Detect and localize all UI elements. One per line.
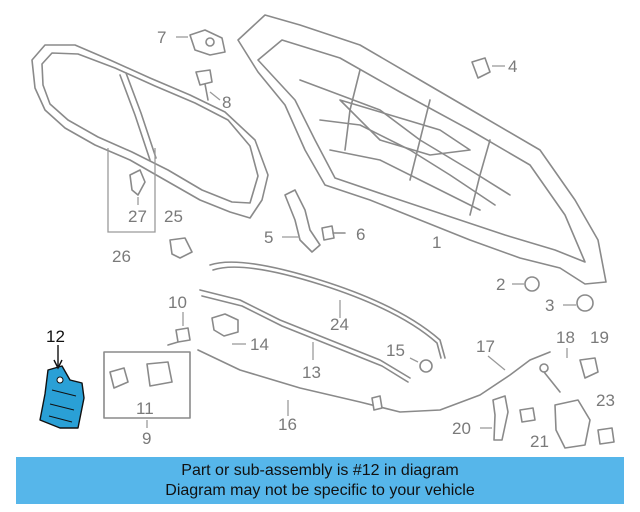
part-insulator-pad	[31, 44, 269, 219]
part-bolt-10	[167, 327, 191, 346]
part-support-rod	[199, 289, 411, 383]
part-grommet-2	[524, 276, 540, 292]
callout-18: 18	[556, 328, 575, 347]
callout-7: 7	[157, 28, 166, 47]
part-grommet-15	[419, 359, 433, 373]
part-hood	[237, 14, 607, 285]
callout-13: 13	[302, 363, 321, 382]
callout-27: 27	[128, 207, 147, 226]
part-grommet-3	[576, 294, 594, 312]
callout-17: 17	[476, 337, 495, 356]
part-latch-kit-9	[103, 351, 191, 419]
callout-25: 25	[164, 207, 183, 226]
callout-3: 3	[545, 296, 554, 315]
part-clip-18	[539, 363, 561, 393]
callout-4: 4	[508, 57, 517, 76]
callout-10: 10	[168, 293, 187, 312]
callout-26: 26	[112, 247, 131, 266]
callout-23: 23	[596, 391, 615, 410]
part-12-highlighted	[39, 365, 85, 429]
callout-6: 6	[356, 225, 365, 244]
part-bumper-4	[471, 57, 491, 79]
part-hinge-5	[284, 189, 321, 253]
banner-line-2: Diagram may not be specific to your vehi…	[165, 481, 475, 499]
callout-24: 24	[330, 315, 349, 334]
callout-19: 19	[590, 328, 609, 347]
callout-11: 11	[136, 399, 154, 418]
part-bolt-6	[321, 225, 346, 241]
callout-21: 21	[530, 432, 549, 451]
part-latch-21	[519, 399, 591, 449]
part-clip-23	[597, 427, 615, 445]
part-striker-14	[211, 313, 239, 337]
part-handle-20	[492, 395, 509, 441]
part-bumper-25	[169, 237, 193, 259]
part-bracket-7	[189, 29, 226, 56]
part-clip-19	[579, 357, 599, 379]
banner-line-1: Part or sub-assembly is #12 in diagram	[181, 461, 459, 479]
part-bolt-8	[195, 69, 213, 101]
part-clip-27	[129, 169, 146, 196]
callout-9: 9	[142, 429, 151, 448]
callout-2: 2	[496, 275, 505, 294]
callout-20: 20	[452, 419, 471, 438]
callout-15: 15	[386, 341, 405, 360]
part-prop-rod	[209, 261, 446, 359]
info-banner: Part or sub-assembly is #12 in diagram D…	[16, 457, 624, 504]
callout-1: 1	[432, 233, 441, 252]
part-release-cable	[197, 349, 551, 413]
callout-8: 8	[222, 93, 231, 112]
callout-14: 14	[250, 335, 269, 354]
callout-16: 16	[278, 415, 297, 434]
callout-12: 12	[46, 327, 65, 346]
callout-5: 5	[264, 228, 273, 247]
